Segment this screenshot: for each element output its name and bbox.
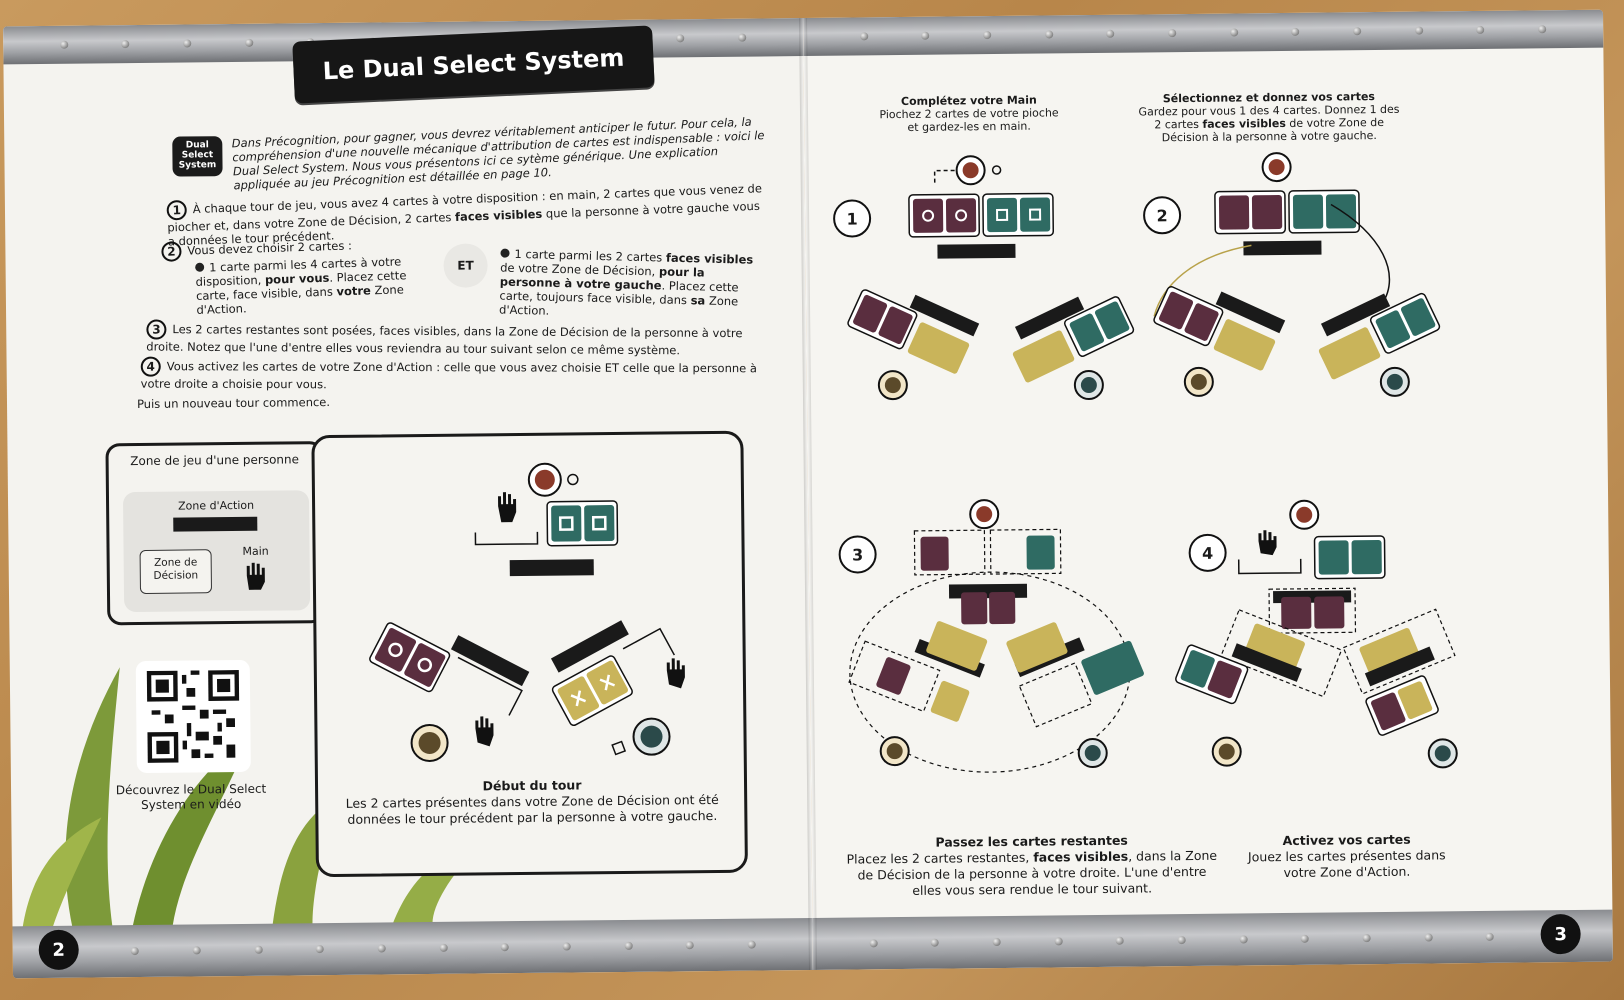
- rulebook-spread: Le Dual Select System Dual Select System…: [3, 9, 1613, 979]
- panel-1-text: Piochez 2 cartes de votre pioche et gard…: [879, 106, 1059, 134]
- hand-label: Main: [242, 544, 269, 558]
- metal-border-bottom: [12, 917, 813, 979]
- qr-code[interactable]: [135, 659, 251, 774]
- panel-1-diagram: [847, 155, 1135, 401]
- decision-zone-label: Zone de Décision: [139, 549, 213, 595]
- panel-4-diagram: [1175, 499, 1458, 769]
- choice-right: 1 carte parmi les 2 cartes faces visible…: [498, 246, 754, 318]
- zone-box-title: Zone de jeu d'une personne: [130, 452, 300, 469]
- metal-border-bottom-right: [812, 909, 1613, 970]
- page-number-right: 3: [1540, 913, 1581, 955]
- qr-code-icon: [146, 669, 240, 763]
- metal-border-top-right: [803, 9, 1604, 57]
- start-of-turn-card: Début du tour Les 2 cartes présentes dan…: [311, 430, 748, 878]
- start-of-turn-text: Les 2 cartes présentes dans votre Zone d…: [345, 791, 719, 827]
- panel-3-diagram: [848, 499, 1144, 773]
- left-page: Le Dual Select System Dual Select System…: [3, 18, 813, 979]
- choice-left: 1 carte parmi les 4 cartes à votre dispo…: [195, 254, 407, 317]
- action-zone-bar: [173, 516, 258, 532]
- panel-4-text: Jouez les cartes présentes dans votre Zo…: [1247, 847, 1446, 881]
- hand-zone: Main: [220, 544, 293, 601]
- player-zone-box: Zone de jeu d'une personne Zone d'Action…: [105, 441, 326, 626]
- right-page: Complétez votre Main Piochez 2 cartes de…: [803, 9, 1613, 970]
- leaves-illustration: [22, 667, 482, 929]
- panel-1-header: Complétez votre Main Piochez 2 cartes de…: [874, 93, 1064, 134]
- panel-2-diagram: [1153, 152, 1441, 397]
- hand-icon: [498, 492, 517, 523]
- dual-select-logo: Dual Select System: [172, 136, 223, 177]
- action-zone-label: Zone d'Action: [178, 498, 255, 513]
- panel-4-caption: Activez vos cartes Jouez les cartes prés…: [1232, 831, 1462, 881]
- et-badge: ET: [443, 243, 488, 288]
- new-turn-text: Puis un nouveau tour commence.: [136, 395, 331, 412]
- hand-icon: [246, 562, 265, 590]
- zone-inner: Zone d'Action Zone de Décision Main: [122, 490, 311, 613]
- page-number-left: 2: [38, 929, 79, 971]
- qr-caption: Découvrez le Dual Select System en vidéo: [115, 781, 267, 812]
- start-of-turn-diagram: [369, 462, 685, 762]
- start-of-turn-caption: Début du tour Les 2 cartes présentes dan…: [338, 776, 726, 828]
- panel-2-header: Sélectionnez et donnez vos cartes Gardez…: [1134, 90, 1405, 145]
- panel-3-caption: Passez les cartes restantes Placez les 2…: [842, 832, 1223, 900]
